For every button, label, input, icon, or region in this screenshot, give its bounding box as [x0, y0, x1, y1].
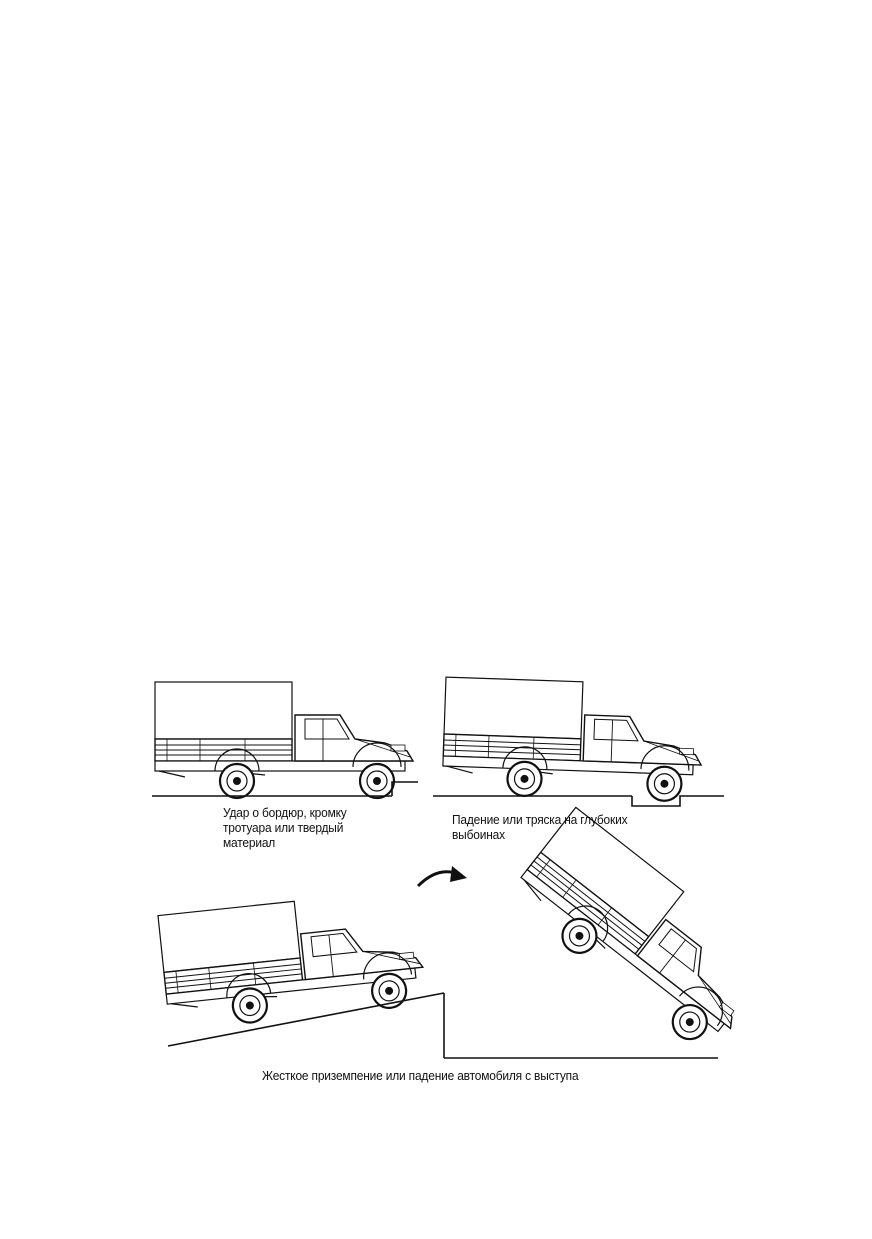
caption-line: Удар о бордюр, кромку: [223, 805, 347, 820]
caption-line: выбоинах: [452, 827, 505, 842]
caption-curb-impact: Удар о бордюр, кромку тротуара или тверд…: [223, 805, 347, 850]
truck-curb-impact: [152, 680, 418, 800]
caption-line: Падение или тряска на глубоких: [452, 812, 628, 827]
truck-hard-landing: [503, 806, 781, 1059]
truck-on-ramp: [156, 887, 718, 1059]
caption-line: материал: [223, 835, 276, 850]
curved-arrow-icon: [416, 866, 467, 888]
caption-hard-landing: Жесткое приземпение или падение автомоби…: [262, 1068, 579, 1083]
caption-line: Жесткое приземпение или падение автомоби…: [262, 1068, 579, 1083]
truck-pothole: [433, 675, 724, 807]
caption-pothole: Падение или тряска на глубоких выбоинах: [452, 812, 628, 842]
caption-line: тротуара или твердый: [223, 820, 344, 835]
